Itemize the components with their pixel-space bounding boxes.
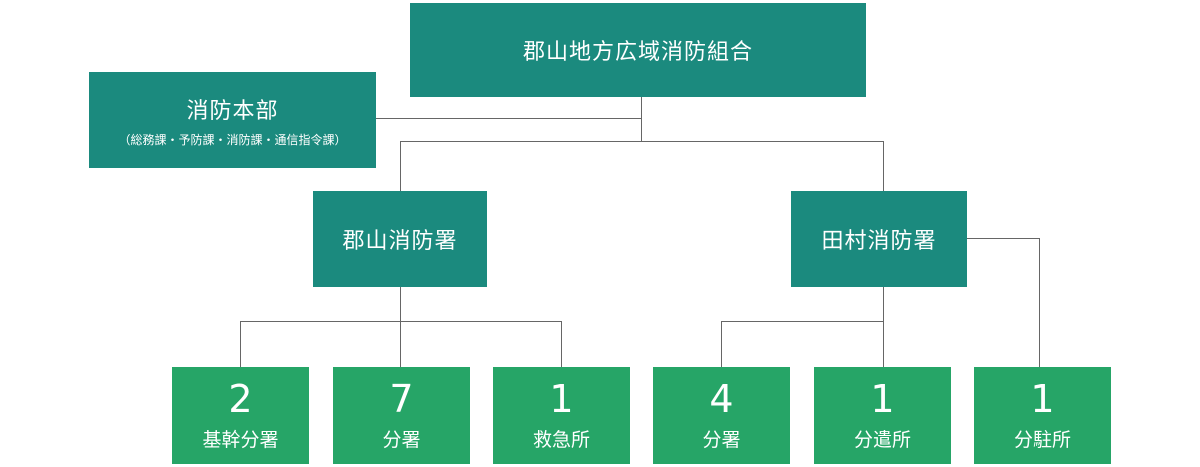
unit-node: 2 基幹分署 (172, 367, 309, 464)
unit-count: 1 (1030, 377, 1055, 421)
unit-node: 1 分遣所 (814, 367, 951, 464)
hq-label: 消防本部 (186, 98, 279, 124)
unit-count: 4 (709, 377, 734, 421)
connector (400, 287, 401, 367)
connector (721, 321, 722, 367)
connector (240, 321, 241, 367)
unit-count: 1 (549, 377, 574, 421)
unit-label: 分遣所 (853, 429, 911, 451)
connector (561, 321, 562, 367)
unit-count: 2 (228, 377, 253, 421)
hq-node: 消防本部 （総務課・予防課・消防課・通信指令課） (89, 72, 376, 168)
connector (721, 321, 883, 322)
connector (967, 238, 1040, 239)
connector (883, 287, 884, 367)
root-label: 郡山地方広域消防組合 (522, 40, 753, 65)
connector (240, 321, 562, 322)
connector (883, 141, 884, 191)
unit-count: 7 (389, 377, 414, 421)
root-node: 郡山地方広域消防組合 (410, 3, 866, 97)
unit-node: 7 分署 (333, 367, 470, 464)
connector (1039, 238, 1040, 367)
station-node-koriyama: 郡山消防署 (313, 191, 487, 287)
station-label: 郡山消防署 (342, 229, 458, 254)
connector (641, 97, 642, 141)
station-node-tamura: 田村消防署 (791, 191, 967, 287)
station-label: 田村消防署 (821, 229, 937, 254)
connector (400, 141, 884, 142)
unit-label: 分駐所 (1013, 429, 1071, 451)
unit-label: 分署 (702, 429, 741, 451)
connector (376, 118, 641, 119)
unit-node: 1 救急所 (493, 367, 630, 464)
unit-count: 1 (870, 377, 895, 421)
hq-sub: （総務課・予防課・消防課・通信指令課） (118, 132, 347, 147)
unit-node: 1 分駐所 (974, 367, 1111, 464)
unit-label: 基幹分署 (202, 429, 279, 451)
unit-label: 救急所 (532, 429, 590, 451)
unit-label: 分署 (382, 429, 421, 451)
connector (400, 141, 401, 191)
unit-node: 4 分署 (653, 367, 790, 464)
